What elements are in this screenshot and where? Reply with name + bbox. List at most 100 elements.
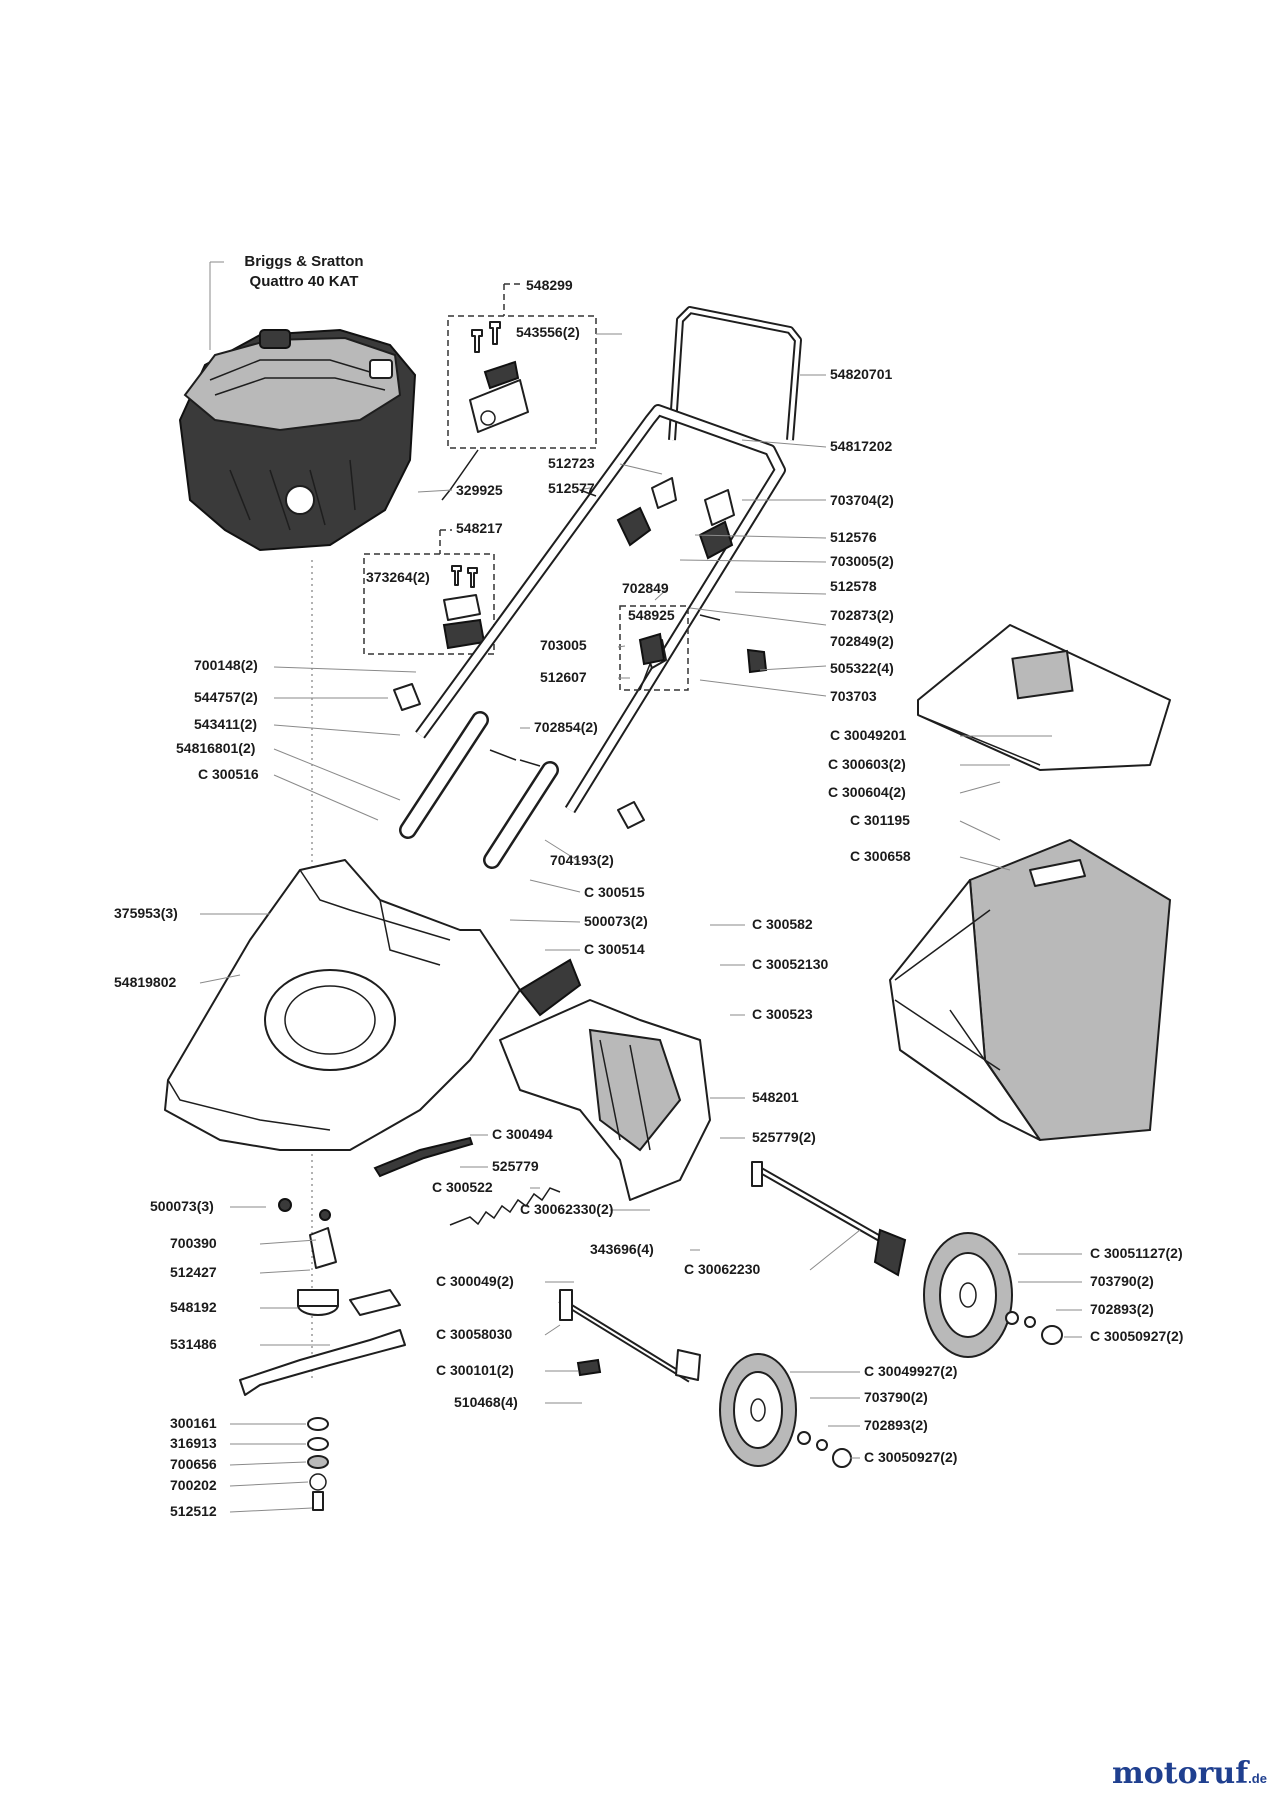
part-label: C 300514 xyxy=(584,941,645,957)
brand-name: motoruf xyxy=(1112,1756,1249,1791)
part-label: C 300049(2) xyxy=(436,1273,514,1289)
part-label: 703790(2) xyxy=(1090,1273,1154,1289)
part-label: C 30050927(2) xyxy=(864,1449,957,1465)
part-label: C 30050927(2) xyxy=(1090,1328,1183,1344)
part-label: C 300604(2) xyxy=(828,784,906,800)
part-label: C 300516 xyxy=(198,766,259,782)
part-label: C 300494 xyxy=(492,1126,553,1142)
front-axle xyxy=(558,1289,701,1383)
part-label: C 300603(2) xyxy=(828,756,906,772)
part-label: C 300658 xyxy=(850,848,911,864)
mower-deck xyxy=(164,859,521,1151)
part-label: C 30058030 xyxy=(436,1326,513,1342)
part-label: C 30062230 xyxy=(684,1261,761,1277)
part-label: 702854(2) xyxy=(534,719,598,735)
part-label: 525779 xyxy=(492,1158,539,1174)
height-adjust-rail xyxy=(373,1136,474,1178)
part-label: 548192 xyxy=(170,1299,217,1315)
part-label: 548217 xyxy=(456,520,503,536)
tension-spring xyxy=(449,1187,561,1226)
throttle-screws xyxy=(471,321,501,353)
part-label: 703005 xyxy=(540,637,587,653)
part-label: 544757(2) xyxy=(194,689,258,705)
part-label: 702849 xyxy=(622,580,669,596)
throttle-lever xyxy=(469,360,529,433)
part-label: 54816801(2) xyxy=(176,740,255,756)
part-label: C 30049201 xyxy=(830,727,907,743)
part-label: 512576 xyxy=(830,529,877,545)
part-label: 316913 xyxy=(170,1435,217,1451)
bracket-parts xyxy=(442,565,486,650)
rear-wheel xyxy=(923,1232,1063,1358)
rear-guard-548201 xyxy=(499,999,711,1201)
part-label: 512512 xyxy=(170,1503,217,1519)
bracket-kit-box xyxy=(363,553,495,655)
part-label: 512607 xyxy=(540,669,587,685)
part-label: 700202 xyxy=(170,1477,217,1493)
part-label: 531486 xyxy=(170,1336,217,1352)
part-label: 512577 xyxy=(548,480,595,496)
part-label: C 300101(2) xyxy=(436,1362,514,1378)
front-wheel xyxy=(719,1353,852,1468)
catcher-bag xyxy=(889,838,1172,1142)
part-label: C 30052130 xyxy=(752,956,829,972)
blade-assembly xyxy=(239,1198,406,1511)
leader-lines xyxy=(199,333,1082,1513)
part-label: C 300582 xyxy=(752,916,813,932)
part-label: 373264(2) xyxy=(366,569,430,585)
part-label: 703790(2) xyxy=(864,1389,928,1405)
part-label: 500073(2) xyxy=(584,913,648,929)
part-label: 548299 xyxy=(526,277,573,293)
lower-tubes xyxy=(399,711,559,869)
part-label: 500073(3) xyxy=(150,1198,214,1214)
rear-flap-c300514 xyxy=(518,958,582,1017)
part-label: 703704(2) xyxy=(830,492,894,508)
part-label: C 30051127(2) xyxy=(1090,1245,1183,1261)
part-label: C 300515 xyxy=(584,884,645,900)
part-label: 700656 xyxy=(170,1456,217,1472)
brand-logo[interactable]: motoruf.de xyxy=(1112,1756,1267,1791)
part-label: C 300523 xyxy=(752,1006,813,1022)
throttle-kit-box xyxy=(447,315,597,449)
part-label: 704193(2) xyxy=(550,852,614,868)
engine-illustration xyxy=(178,328,417,552)
part-label: 702893(2) xyxy=(864,1417,928,1433)
part-label: 703703 xyxy=(830,688,877,704)
part-label: 702873(2) xyxy=(830,607,894,623)
part-label: 525779(2) xyxy=(752,1129,816,1145)
part-label: 548925 xyxy=(628,607,675,623)
cable-bracket-548925 xyxy=(619,605,689,691)
part-label: 548201 xyxy=(752,1089,799,1105)
part-label: 512578 xyxy=(830,578,877,594)
brand-tld: .de xyxy=(1248,1771,1267,1786)
part-label: 375953(3) xyxy=(114,905,178,921)
part-label: C 30049927(2) xyxy=(864,1363,957,1379)
part-label: 54820701 xyxy=(830,366,893,382)
part-label: 543556(2) xyxy=(516,324,580,340)
part-label: 329925 xyxy=(456,482,503,498)
engine-title-line2: Quattro 40 KAT xyxy=(250,273,359,290)
part-labels: 548299 543556(2) 54820701 54817202 51272… xyxy=(114,277,1183,1519)
part-label: 700148(2) xyxy=(194,657,258,673)
part-label: 505322(4) xyxy=(830,660,894,676)
part-label: 54817202 xyxy=(830,438,893,454)
part-label: 343696(4) xyxy=(590,1241,654,1257)
part-label: 703005(2) xyxy=(830,553,894,569)
engine-title-line1: Briggs & Sratton xyxy=(244,253,363,270)
part-label: 700390 xyxy=(170,1235,217,1251)
part-label: 510468(4) xyxy=(454,1394,518,1410)
part-label: 702849(2) xyxy=(830,633,894,649)
part-label: C 300522 xyxy=(432,1179,493,1195)
part-label: C 30062330(2) xyxy=(520,1201,613,1217)
part-label: C 301195 xyxy=(850,812,910,828)
part-label: 543411(2) xyxy=(194,716,257,732)
catcher-lid xyxy=(917,624,1171,771)
handle-clamps xyxy=(393,477,768,829)
part-label: 54819802 xyxy=(114,974,177,990)
rear-axle xyxy=(751,1161,907,1277)
part-label: 300161 xyxy=(170,1415,217,1431)
part-label: 512427 xyxy=(170,1264,217,1280)
part-label: 512723 xyxy=(548,455,595,471)
